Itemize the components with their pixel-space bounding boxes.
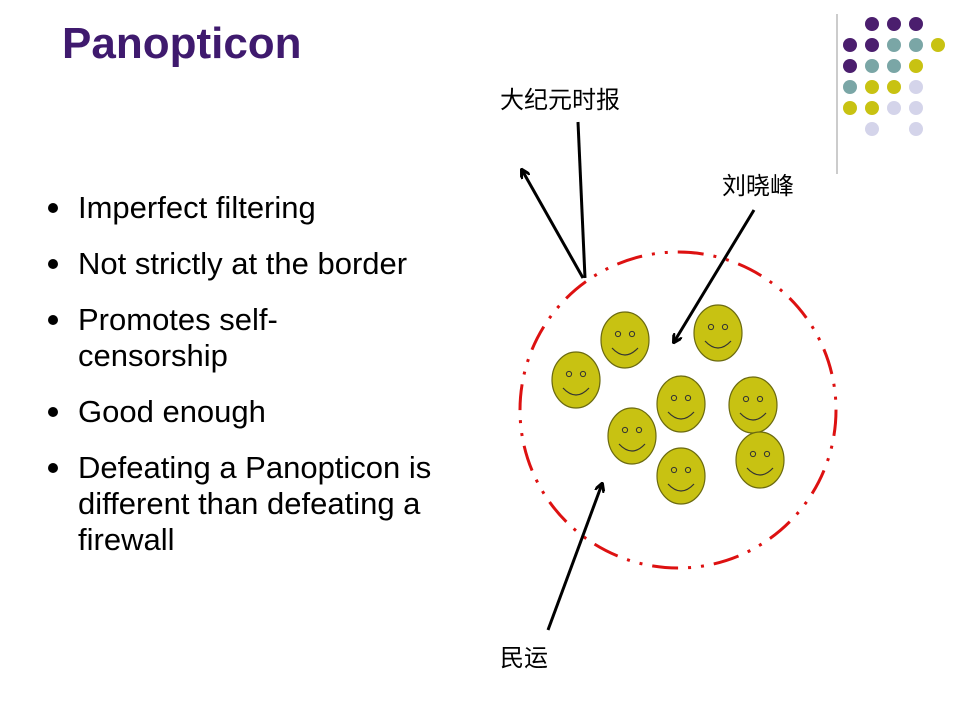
arrow-icon bbox=[674, 209, 756, 342]
accent-dot bbox=[909, 122, 923, 136]
bullet-dot-icon bbox=[48, 258, 58, 269]
smiley-face-icon bbox=[607, 407, 657, 465]
accent-dot bbox=[909, 59, 923, 73]
bullet-text: Imperfect filtering bbox=[78, 190, 316, 225]
arrow-icon bbox=[522, 170, 585, 279]
bullet-dot-icon bbox=[48, 203, 58, 213]
accent-dot bbox=[909, 38, 923, 52]
arrow-icon bbox=[576, 121, 587, 279]
accent-dot bbox=[843, 101, 857, 115]
smiley-face-icon bbox=[735, 431, 785, 489]
smiley-face-icon bbox=[551, 351, 601, 409]
bullet-item: Good enough bbox=[48, 394, 518, 430]
bullet-item: Promotes self- censorship bbox=[48, 302, 378, 374]
accent-dot bbox=[865, 17, 879, 31]
label-epoch-times: 大纪元时报 bbox=[500, 86, 620, 114]
accent-dot bbox=[887, 59, 901, 73]
accent-dot bbox=[843, 59, 857, 73]
faces-group bbox=[551, 304, 785, 505]
accent-dot bbox=[887, 101, 901, 115]
accent-dot bbox=[909, 101, 923, 115]
label-liu-xiaofeng: 刘晓峰 bbox=[722, 172, 794, 200]
smiley-face-icon bbox=[656, 447, 706, 505]
accent-dot bbox=[887, 17, 901, 31]
accent-dot bbox=[865, 38, 879, 52]
bullet-dot-icon bbox=[48, 314, 58, 325]
accent-dot bbox=[909, 80, 923, 94]
accent-dot bbox=[843, 38, 857, 52]
accent-dot bbox=[865, 101, 879, 115]
accent-dot bbox=[865, 122, 879, 136]
accent-dot bbox=[887, 38, 901, 52]
bullet-item: Not strictly at the border bbox=[48, 246, 518, 282]
bullet-text: Defeating a Panopticon is different than… bbox=[78, 449, 432, 557]
accent-dot bbox=[909, 17, 923, 31]
accent-dot bbox=[865, 80, 879, 94]
bullet-text: Not strictly at the border bbox=[78, 245, 408, 281]
label-democracy-movement: 民运 bbox=[500, 644, 548, 672]
accent-dot bbox=[887, 80, 901, 94]
smiley-face-icon bbox=[600, 311, 650, 369]
accent-dot bbox=[865, 59, 879, 73]
bullet-list: Imperfect filtering Not strictly at the … bbox=[48, 190, 518, 578]
arrow-icon bbox=[546, 484, 602, 631]
accent-dot-grid bbox=[843, 17, 945, 136]
accent-dot bbox=[931, 38, 945, 52]
accent-dot bbox=[843, 80, 857, 94]
bullet-item: Defeating a Panopticon is different than… bbox=[48, 450, 518, 558]
bullet-dot-icon bbox=[48, 462, 58, 473]
accent-divider bbox=[836, 14, 838, 174]
bullet-text: Good enough bbox=[78, 393, 266, 429]
bullet-text: Promotes self- censorship bbox=[78, 301, 278, 373]
bullet-item: Imperfect filtering bbox=[48, 190, 518, 226]
smiley-face-icon bbox=[728, 376, 778, 434]
bullet-dot-icon bbox=[48, 406, 58, 417]
smiley-face-icon bbox=[656, 375, 706, 433]
surveillance-boundary-circle bbox=[518, 250, 838, 570]
smiley-face-icon bbox=[693, 304, 743, 362]
page-title: Panopticon bbox=[62, 19, 302, 68]
